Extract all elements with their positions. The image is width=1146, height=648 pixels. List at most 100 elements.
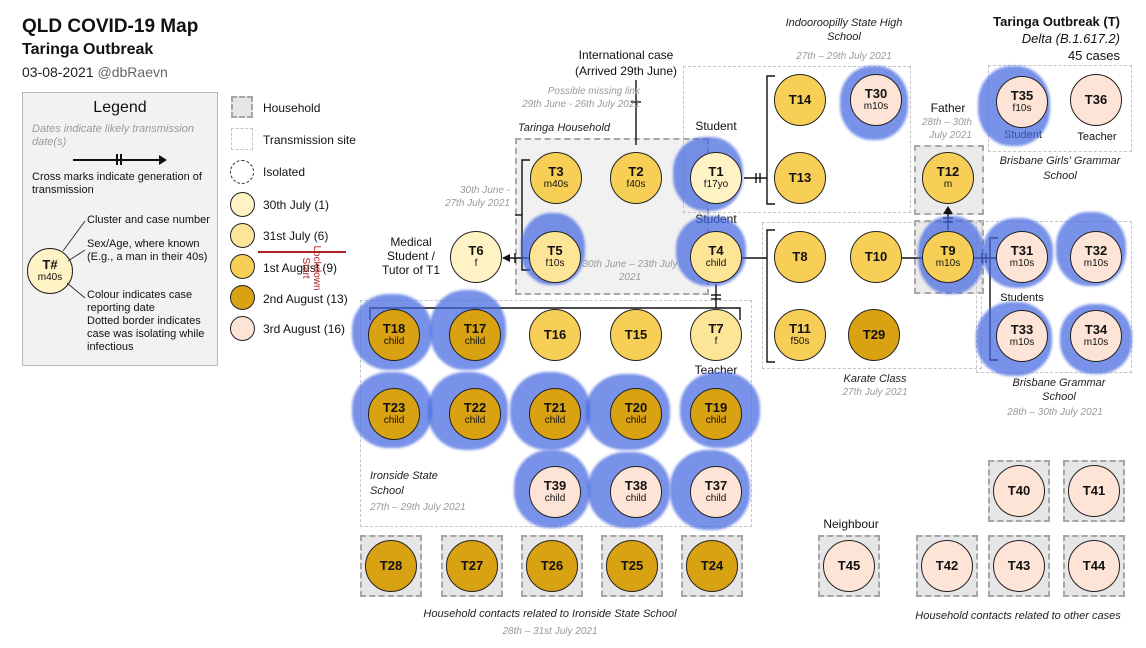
case-node-t23[interactable]: T23 child bbox=[368, 388, 420, 440]
bgs-dates: 28th – 30th July 2021 bbox=[1007, 407, 1103, 418]
case-id: T8 bbox=[792, 249, 808, 264]
case-node-t36[interactable]: T36 bbox=[1070, 74, 1122, 126]
case-node-t31[interactable]: T31 m10s bbox=[996, 231, 1048, 283]
case-node-t37[interactable]: T37 child bbox=[690, 466, 742, 518]
case-demographic: child bbox=[705, 258, 727, 269]
date-key-aug2-swatch bbox=[230, 285, 255, 310]
case-node-t6[interactable]: T6 f bbox=[450, 231, 502, 283]
case-node-t10[interactable]: T10 bbox=[850, 231, 902, 283]
case-node-t20[interactable]: T20 child bbox=[610, 388, 662, 440]
bgs-title: Brisbane Grammar School bbox=[1012, 377, 1106, 403]
isolated-key-swatch bbox=[230, 160, 254, 184]
outbreak-subtitle: Taringa Outbreak bbox=[22, 41, 154, 58]
case-node-t21[interactable]: T21 child bbox=[529, 388, 581, 440]
case-node-t2[interactable]: T2 f40s bbox=[610, 152, 662, 204]
case-node-t12[interactable]: T12 m bbox=[922, 152, 974, 204]
case-node-t14[interactable]: T14 bbox=[774, 74, 826, 126]
date-key-jul31-swatch bbox=[230, 223, 255, 248]
date-key-aug3-label: 3rd August (16) bbox=[263, 322, 346, 336]
case-node-t16[interactable]: T16 bbox=[529, 309, 581, 361]
t1-role-label: Student bbox=[695, 119, 737, 133]
legend-sample-node: T# m40s bbox=[27, 248, 73, 294]
case-node-t27[interactable]: T27 bbox=[446, 540, 498, 592]
case-node-t5[interactable]: T5 f10s bbox=[529, 231, 581, 283]
case-id: T16 bbox=[543, 327, 567, 342]
legend-cross-mark bbox=[116, 154, 118, 165]
missing-link-dates: 29th June - 26th July 2021 bbox=[522, 99, 640, 110]
case-id: T22 bbox=[463, 400, 487, 415]
case-node-t29[interactable]: T29 bbox=[848, 309, 900, 361]
case-id: T36 bbox=[1084, 92, 1108, 107]
case-node-t1[interactable]: T1 f17yo bbox=[690, 152, 742, 204]
case-id: T37 bbox=[704, 478, 728, 493]
case-node-t39[interactable]: T39 child bbox=[529, 466, 581, 518]
case-node-t34[interactable]: T34 m10s bbox=[1070, 310, 1122, 362]
legend-colour-note: Colour indicates case reporting date bbox=[87, 289, 193, 314]
case-node-t44[interactable]: T44 bbox=[1068, 540, 1120, 592]
case-demographic: child bbox=[383, 415, 405, 426]
case-id: T35 bbox=[1010, 88, 1034, 103]
map-date-line: 03-08-2021 @dbRaevn bbox=[22, 64, 168, 80]
case-node-t26[interactable]: T26 bbox=[526, 540, 578, 592]
case-node-t41[interactable]: T41 bbox=[1068, 465, 1120, 517]
case-demographic: m bbox=[943, 179, 953, 190]
case-node-t32[interactable]: T32 m10s bbox=[1070, 231, 1122, 283]
case-demographic: f bbox=[474, 258, 478, 269]
outbreak-info-title: Taringa Outbreak (T) bbox=[993, 14, 1120, 29]
case-node-t35[interactable]: T35 f10s bbox=[996, 76, 1048, 128]
case-node-t15[interactable]: T15 bbox=[610, 309, 662, 361]
legend-title: Legend bbox=[93, 99, 147, 116]
case-node-t11[interactable]: T11 f50s bbox=[774, 309, 826, 361]
case-node-t19[interactable]: T19 child bbox=[690, 388, 742, 440]
t36-role-label: Teacher bbox=[1077, 131, 1117, 143]
household-key-label: Household bbox=[263, 101, 321, 115]
case-node-t30[interactable]: T30 m10s bbox=[850, 74, 902, 126]
legend-dotted-note: Dotted border indicates case was isolati… bbox=[87, 315, 205, 353]
case-node-t43[interactable]: T43 bbox=[993, 540, 1045, 592]
case-id: T14 bbox=[788, 92, 812, 107]
case-node-t18[interactable]: T18 child bbox=[368, 309, 420, 361]
case-node-t22[interactable]: T22 child bbox=[449, 388, 501, 440]
case-demographic: child bbox=[544, 493, 566, 504]
case-id: T20 bbox=[624, 400, 648, 415]
date-key-jul30-label: 30th July (1) bbox=[263, 198, 330, 212]
case-node-t3[interactable]: T3 m40s bbox=[530, 152, 582, 204]
case-id: T30 bbox=[864, 86, 888, 101]
case-id: T12 bbox=[936, 164, 960, 179]
hh-ironside-dates: 28th – 31st July 2021 bbox=[502, 626, 598, 637]
legend-cross-note: Cross marks indicate generation of trans… bbox=[32, 171, 202, 196]
case-id: T24 bbox=[700, 558, 724, 573]
case-node-t28[interactable]: T28 bbox=[365, 540, 417, 592]
case-node-t7[interactable]: T7 f bbox=[690, 309, 742, 361]
case-node-t25[interactable]: T25 bbox=[606, 540, 658, 592]
case-demographic: child bbox=[464, 336, 486, 347]
case-node-t42[interactable]: T42 bbox=[921, 540, 973, 592]
case-id: T39 bbox=[543, 478, 567, 493]
case-node-t8[interactable]: T8 bbox=[774, 231, 826, 283]
case-node-t38[interactable]: T38 child bbox=[610, 466, 662, 518]
case-id: T19 bbox=[704, 400, 728, 415]
legend-pointer-lines bbox=[62, 220, 86, 299]
hh-other-label: Household contacts related to other case… bbox=[915, 610, 1121, 622]
case-node-t24[interactable]: T24 bbox=[686, 540, 738, 592]
ironside-school-dates: 27th – 29th July 2021 bbox=[370, 502, 466, 513]
t12-role-label: Father bbox=[930, 101, 966, 115]
karate-class-title: Karate Class bbox=[843, 373, 907, 385]
case-demographic: m10s bbox=[1083, 337, 1109, 348]
legend-sexage-note: Sex/Age, where known (E.g., a man in the… bbox=[87, 238, 208, 263]
case-node-t45[interactable]: T45 bbox=[823, 540, 875, 592]
date-key-jul31-label: 31st July (6) bbox=[263, 229, 329, 243]
case-node-t17[interactable]: T17 child bbox=[449, 309, 501, 361]
case-demographic: m10s bbox=[863, 101, 889, 112]
case-id: T26 bbox=[540, 558, 564, 573]
t6-role-label: Medical Student / Tutor of T1 bbox=[381, 235, 441, 277]
case-demographic: f40s bbox=[626, 179, 646, 190]
case-node-t9[interactable]: T9 m10s bbox=[922, 231, 974, 283]
case-id: T34 bbox=[1084, 322, 1108, 337]
case-node-t13[interactable]: T13 bbox=[774, 152, 826, 204]
case-node-t40[interactable]: T40 bbox=[993, 465, 1045, 517]
case-node-t4[interactable]: T4 child bbox=[690, 231, 742, 283]
case-node-t33[interactable]: T33 m10s bbox=[996, 310, 1048, 362]
isolated-key-label: Isolated bbox=[263, 165, 306, 179]
map-author: @dbRaevn bbox=[97, 64, 168, 80]
